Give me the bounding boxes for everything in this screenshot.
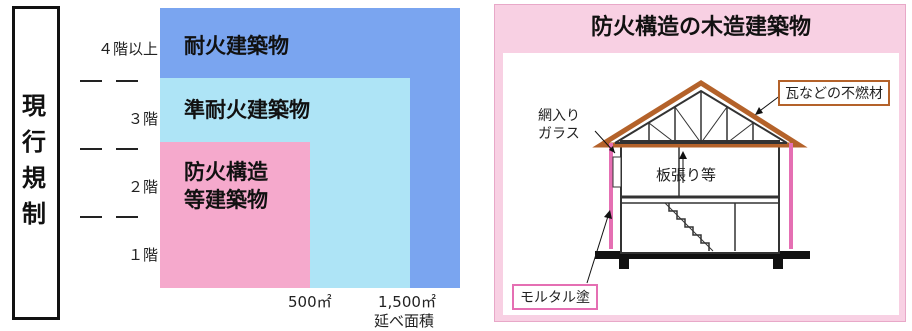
axis-label: 延べ面積 bbox=[374, 312, 435, 330]
stair-stringer bbox=[664, 202, 714, 252]
leader-arrow bbox=[755, 107, 763, 115]
truss-diagonal bbox=[726, 122, 754, 144]
foundation-left bbox=[619, 259, 629, 269]
area-fireproof bbox=[160, 142, 310, 288]
regulation-box bbox=[12, 6, 60, 320]
foundation-right bbox=[773, 259, 783, 269]
area-label-fireproof: 防火構造 等建築物 bbox=[184, 160, 268, 213]
roof-tiles bbox=[592, 80, 808, 148]
fireproof-wooden-building-panel: 防火構造の木造建築物 bbox=[494, 4, 906, 322]
truss-diagonal bbox=[674, 106, 702, 144]
wired-glass-window bbox=[612, 156, 622, 188]
callout-wired-glass: 網入り ガラス bbox=[538, 108, 580, 142]
floor-label-4plus: ４階以上 bbox=[97, 40, 158, 58]
axis-tick-1500: 1,500㎡ bbox=[378, 293, 436, 311]
area-label-quasi-fire-resistant: 準耐火建築物 bbox=[184, 98, 310, 122]
floor-divider bbox=[116, 216, 138, 218]
ground bbox=[595, 251, 810, 259]
floor-divider bbox=[80, 216, 102, 218]
callout-noncombustible-tile: 瓦などの不燃材 bbox=[778, 80, 890, 106]
callout-boarding: 板張り等 bbox=[656, 166, 717, 184]
floor-divider bbox=[80, 148, 102, 150]
truss-diagonal bbox=[648, 122, 676, 144]
truss-diagonal bbox=[700, 106, 728, 144]
axis-tick-500: 500㎡ bbox=[288, 293, 332, 311]
house-cross-section bbox=[586, 80, 810, 284]
floor-label-1: １階 bbox=[127, 246, 158, 264]
leader-arrow bbox=[609, 146, 615, 153]
leader-arrow bbox=[604, 210, 612, 219]
floor-label-3: ３階 bbox=[127, 110, 158, 128]
leader-arrow bbox=[679, 151, 687, 159]
regulation-label: 現 行 規 制 bbox=[22, 92, 46, 228]
floor-divider bbox=[80, 80, 102, 82]
floor-label-2: ２階 bbox=[127, 178, 158, 196]
area-label-fire-resistant: 耐火建築物 bbox=[184, 34, 289, 58]
floor-divider bbox=[116, 148, 138, 150]
panel-title: 防火構造の木造建築物 bbox=[590, 15, 811, 40]
callout-mortar: モルタル塗 bbox=[512, 284, 598, 310]
floor-divider bbox=[116, 80, 138, 82]
leader-mortar bbox=[586, 212, 610, 284]
